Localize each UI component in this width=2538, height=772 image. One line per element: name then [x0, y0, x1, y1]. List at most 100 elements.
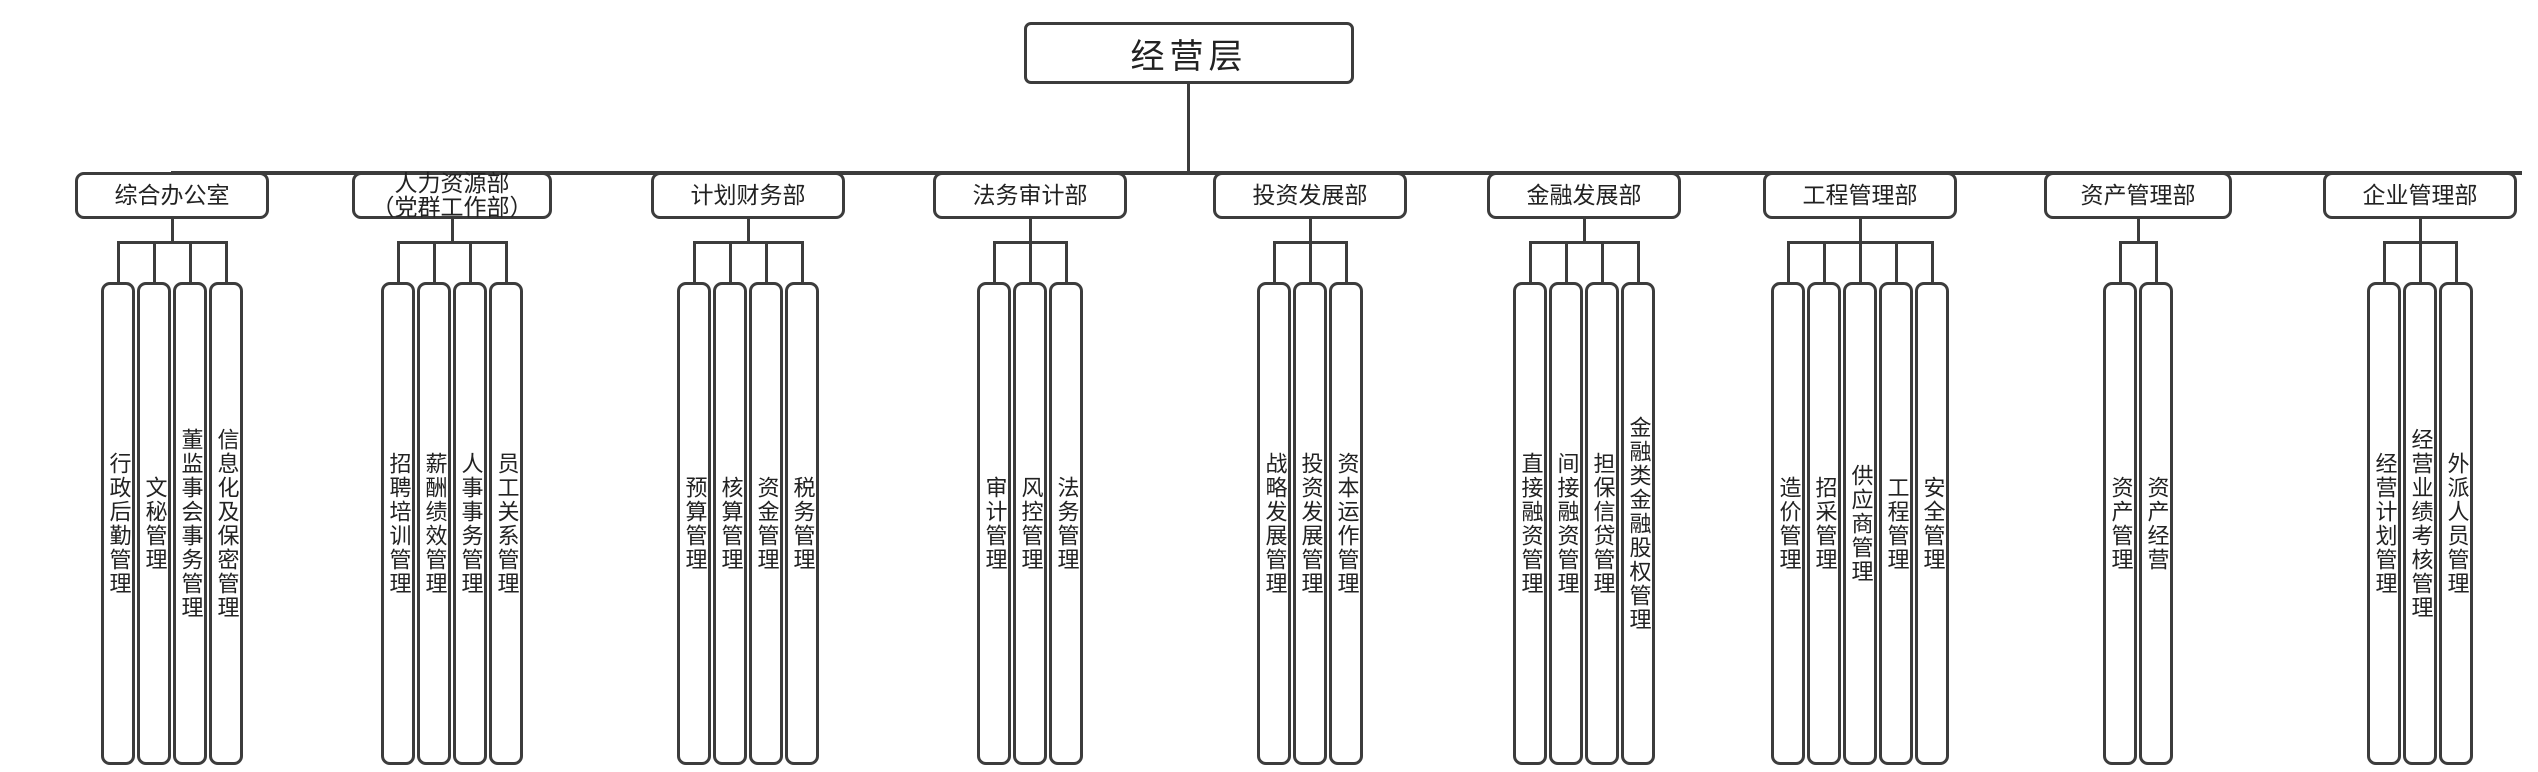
children-bus-connector: [118, 241, 226, 244]
leaf-node-label: 核算管理: [717, 475, 743, 572]
department-node-3[interactable]: 计划财务部: [651, 172, 845, 219]
leaf-node[interactable]: 法务管理: [1049, 282, 1083, 765]
leaf-node[interactable]: 行政后勤管理: [101, 282, 135, 765]
leaf-node[interactable]: 资金管理: [749, 282, 783, 765]
leaf-node-label: 外派人员管理: [2443, 451, 2469, 596]
leaf-node[interactable]: 外派人员管理: [2439, 282, 2473, 765]
leaf-node-label: 经营计划管理: [2371, 451, 2397, 596]
leaf-node[interactable]: 薪酬绩效管理: [417, 282, 451, 765]
leaf-node[interactable]: 战略发展管理: [1257, 282, 1291, 765]
leaf-stem-connector: [468, 241, 472, 284]
leaf-node[interactable]: 间接融资管理: [1549, 282, 1583, 765]
leaf-node[interactable]: 招聘培训管理: [381, 282, 415, 765]
department-node-5[interactable]: 投资发展部: [1213, 172, 1407, 219]
leaf-node-label: 造价管理: [1775, 475, 1801, 572]
department-to-children-connector: [171, 219, 174, 243]
leaf-node-label: 招采管理: [1811, 475, 1837, 572]
leaf-node[interactable]: 资产管理: [2103, 282, 2137, 765]
department-label: 人力资源部: [394, 170, 510, 197]
leaf-stem-connector: [1930, 241, 1934, 284]
leaf-stem-connector: [2418, 241, 2422, 284]
department-node-1[interactable]: 综合办公室: [75, 172, 269, 219]
department-label: 综合办公室: [114, 182, 230, 209]
leaf-stem-connector: [1308, 241, 1312, 284]
children-bus-connector: [694, 241, 802, 244]
leaf-node[interactable]: 税务管理: [785, 282, 819, 765]
department-to-children-connector: [1859, 219, 1862, 243]
department-label: 企业管理部: [2362, 182, 2478, 209]
leaf-node[interactable]: 风控管理: [1013, 282, 1047, 765]
leaf-stem-connector: [992, 241, 996, 284]
leaf-node[interactable]: 招采管理: [1807, 282, 1841, 765]
department-to-children-connector: [747, 219, 750, 243]
leaf-stem-connector: [2454, 241, 2458, 284]
dept-stem-connector: [451, 171, 454, 174]
leaf-stem-connector: [2154, 241, 2158, 284]
department-node-2[interactable]: 人力资源部（党群工作部）: [352, 170, 552, 221]
leaf-node[interactable]: 董监事会事务管理: [173, 282, 207, 765]
department-to-children-connector: [451, 219, 454, 243]
leaf-node[interactable]: 直接融资管理: [1513, 282, 1547, 765]
leaf-node[interactable]: 人事事务管理: [453, 282, 487, 765]
leaf-stem-connector: [1894, 241, 1898, 284]
leaf-stem-connector: [1528, 241, 1532, 284]
leaf-stem-connector: [1858, 241, 1862, 284]
dept-stem-connector: [2419, 171, 2422, 174]
leaf-node[interactable]: 资产经营: [2139, 282, 2173, 765]
leaf-node[interactable]: 经营计划管理: [2367, 282, 2401, 765]
leaf-node-label: 战略发展管理: [1261, 451, 1287, 596]
department-label: 法务审计部: [972, 182, 1088, 209]
root-stem-connector: [1187, 84, 1190, 172]
leaf-node-label: 薪酬绩效管理: [421, 451, 447, 596]
leaf-node[interactable]: 信息化及保密管理: [209, 282, 243, 765]
department-node-8[interactable]: 资产管理部: [2044, 172, 2232, 219]
leaf-stem-connector: [1636, 241, 1640, 284]
leaf-stem-connector: [1064, 241, 1068, 284]
root-node[interactable]: 经营层: [1024, 22, 1354, 84]
leaf-node-label: 经营业绩考核管理: [2407, 427, 2433, 620]
leaf-node-label: 税务管理: [789, 475, 815, 572]
leaf-node[interactable]: 资本运作管理: [1329, 282, 1363, 765]
leaf-stem-connector: [152, 241, 156, 284]
leaf-node[interactable]: 造价管理: [1771, 282, 1805, 765]
leaf-node-label: 间接融资管理: [1553, 451, 1579, 596]
leaf-node-label: 招聘培训管理: [385, 451, 411, 596]
leaf-node[interactable]: 员工关系管理: [489, 282, 523, 765]
leaf-stem-connector: [1344, 241, 1348, 284]
dept-stem-connector: [1309, 171, 1312, 174]
leaf-node[interactable]: 担保信贷管理: [1585, 282, 1619, 765]
leaf-node[interactable]: 工程管理: [1879, 282, 1913, 765]
department-node-4[interactable]: 法务审计部: [933, 172, 1127, 219]
leaf-stem-connector: [1272, 241, 1276, 284]
leaf-node[interactable]: 投资发展管理: [1293, 282, 1327, 765]
leaf-node[interactable]: 预算管理: [677, 282, 711, 765]
department-label-secondary: （党群工作部）: [371, 194, 533, 221]
department-node-7[interactable]: 工程管理部: [1763, 172, 1957, 219]
leaf-node-label: 资产管理: [2107, 475, 2133, 572]
department-node-6[interactable]: 金融发展部: [1487, 172, 1681, 219]
leaf-node-label: 董监事会事务管理: [177, 427, 203, 620]
leaf-stem-connector: [728, 241, 732, 284]
leaf-node-label: 风控管理: [1017, 475, 1043, 572]
department-node-9[interactable]: 企业管理部: [2323, 172, 2517, 219]
leaf-node[interactable]: 经营业绩考核管理: [2403, 282, 2437, 765]
leaf-node[interactable]: 核算管理: [713, 282, 747, 765]
leaf-node-label: 文秘管理: [141, 475, 167, 572]
leaf-stem-connector: [2382, 241, 2386, 284]
leaf-node[interactable]: 安全管理: [1915, 282, 1949, 765]
leaf-stem-connector: [800, 241, 804, 284]
leaf-node[interactable]: 文秘管理: [137, 282, 171, 765]
department-to-children-connector: [2137, 219, 2140, 243]
leaf-node[interactable]: 审计管理: [977, 282, 1011, 765]
leaf-stem-connector: [1564, 241, 1568, 284]
leaf-node[interactable]: 供应商管理: [1843, 282, 1877, 765]
leaf-stem-connector: [116, 241, 120, 284]
leaf-stem-connector: [504, 241, 508, 284]
department-label: 计划财务部: [690, 182, 806, 209]
leaf-node[interactable]: 金融类金融股权管理: [1621, 282, 1655, 765]
leaf-stem-connector: [396, 241, 400, 284]
leaf-stem-connector: [432, 241, 436, 284]
leaf-node-label: 资本运作管理: [1333, 451, 1359, 596]
leaf-node-label: 审计管理: [981, 475, 1007, 572]
